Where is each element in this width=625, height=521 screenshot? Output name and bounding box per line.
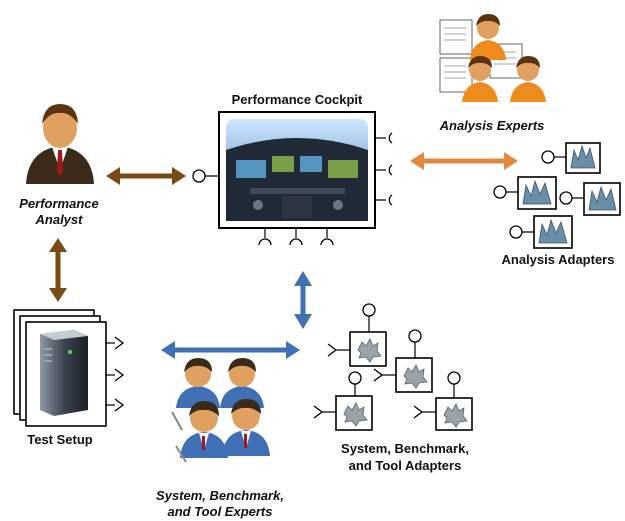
gear-blob-icon [443, 403, 468, 428]
presenter-group-icon [439, 14, 546, 102]
arrow-analyst-testsetup [49, 238, 67, 302]
sys-adapters-label-line1: System, Benchmark, [341, 441, 469, 456]
analysis-experts-label: Analysis Experts [439, 118, 545, 133]
test-setup [13, 309, 125, 427]
analysis-adapters-label: Analysis Adapters [501, 252, 615, 267]
sys-experts-label-line2: and Tool Experts [167, 504, 273, 519]
sys-experts-label-line1: System, Benchmark, [156, 488, 284, 503]
gear-blob-icon [357, 338, 382, 363]
arrow-cockpit-analysis [410, 152, 518, 170]
analyst-label-line2: Analyst [35, 212, 83, 227]
spike-chart-icon [570, 144, 596, 169]
arrow-cockpit-system [294, 271, 312, 329]
arrow-analyst-cockpit [106, 167, 186, 185]
spike-chart-icon [522, 179, 552, 205]
cockpit-icon [226, 119, 368, 221]
sys-adapters-label-line2: and Tool Adapters [348, 458, 462, 473]
analysis-adapters [493, 142, 621, 249]
server-icon [40, 330, 88, 416]
cockpit-box [192, 111, 393, 246]
analyst-label-line1: Performance [19, 196, 99, 211]
test-setup-label: Test Setup [27, 432, 93, 447]
gear-blob-icon [343, 402, 368, 427]
cockpit-title: Performance Cockpit [231, 92, 363, 107]
arrow-testsetup-system [161, 341, 300, 359]
person-icon [26, 104, 94, 184]
expert-group-icon [171, 358, 270, 463]
system-adapters [313, 303, 473, 431]
gear-blob-icon [403, 364, 428, 389]
spike-chart-icon [538, 218, 568, 244]
spike-chart-icon [588, 185, 617, 211]
